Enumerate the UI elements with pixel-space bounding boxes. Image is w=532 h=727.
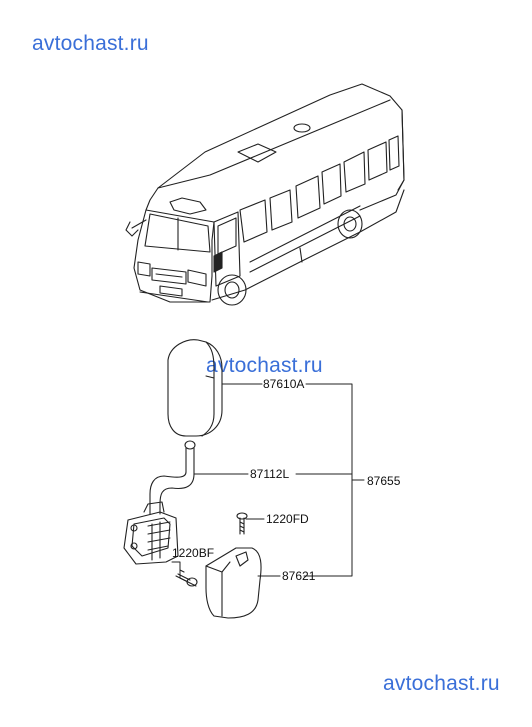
watermark-top: avtochast.ru	[32, 32, 149, 55]
part-label-87655: 87655	[367, 474, 401, 488]
part-label-87621: 87621	[282, 569, 316, 583]
watermark-bottom: avtochast.ru	[383, 672, 500, 695]
part-label-1220FD: 1220FD	[266, 512, 309, 526]
screw-drawing	[236, 512, 248, 535]
cover-drawing	[205, 547, 262, 619]
mirror-head-drawing	[167, 339, 223, 437]
part-label-87112L: 87112L	[250, 467, 290, 481]
leader-lines	[171, 383, 365, 587]
part-label-1220BF: 1220BF	[172, 546, 215, 560]
bolt-drawing	[175, 569, 198, 587]
part-label-87610A: 87610A	[263, 377, 305, 391]
bus-illustration	[125, 83, 405, 306]
bracket-drawing	[123, 501, 179, 565]
watermark-middle: avtochast.ru	[206, 354, 323, 377]
stay-arm-drawing	[149, 440, 196, 515]
